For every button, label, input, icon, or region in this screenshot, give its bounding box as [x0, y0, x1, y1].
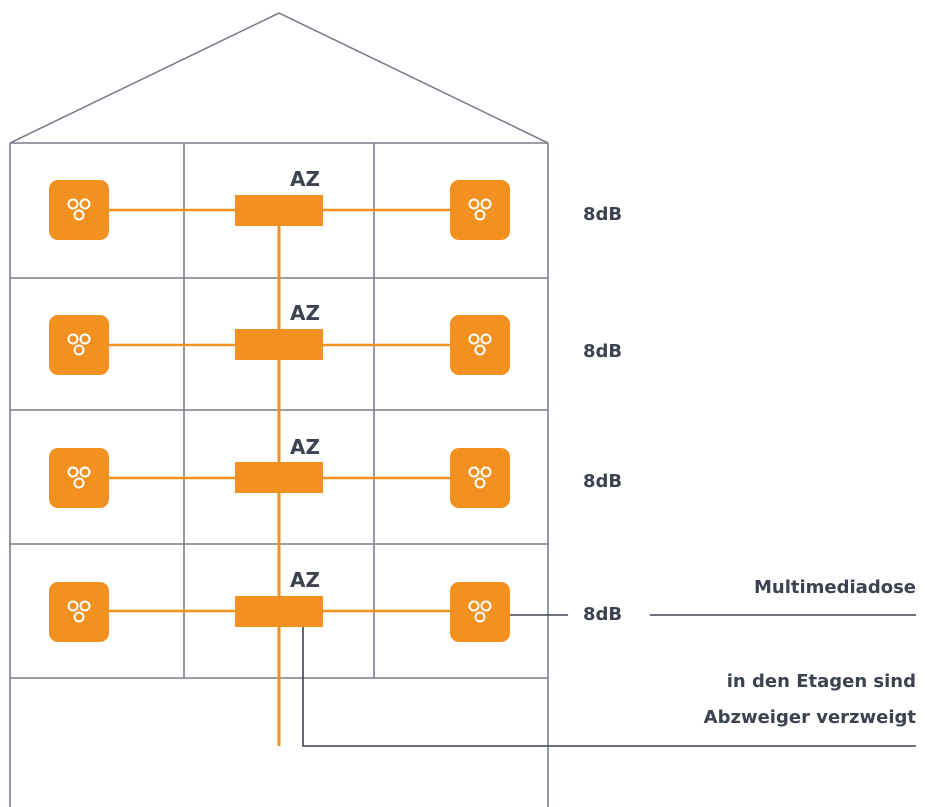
floor-1: AZ 8dB — [49, 167, 622, 240]
multimedia-outlet-icon — [450, 315, 510, 375]
multimedia-outlet-icon — [450, 582, 510, 642]
legend: Multimediadose in den Etagen sind Abzwei… — [302, 577, 917, 747]
splitter-box — [235, 195, 323, 226]
multimedia-outlet-icon — [450, 180, 510, 240]
multimedia-outlet-icon — [49, 448, 109, 508]
splitter-label: AZ — [290, 301, 320, 325]
attenuation-label: 8dB — [583, 341, 622, 362]
legend-outlet-label: Multimediadose — [754, 577, 916, 598]
splitter-box — [235, 329, 323, 360]
splitter-box — [235, 596, 323, 627]
roof — [9, 12, 549, 144]
legend-splitter-note-line2: Abzweiger verzweigt — [704, 707, 917, 728]
floor-2: AZ 8dB — [49, 301, 622, 375]
splitter-label: AZ — [290, 568, 320, 592]
splitter-box — [235, 462, 323, 493]
attenuation-label: 8dB — [583, 604, 622, 625]
floor-3: AZ 8dB — [49, 435, 622, 508]
splitter-label: AZ — [290, 435, 320, 459]
multimedia-outlet-icon — [49, 315, 109, 375]
multimedia-outlet-icon — [49, 180, 109, 240]
attenuation-label: 8dB — [583, 204, 622, 225]
attenuation-label: 8dB — [583, 471, 622, 492]
splitter-label: AZ — [290, 167, 320, 191]
multimedia-outlet-icon — [49, 582, 109, 642]
legend-splitter-note-line1: in den Etagen sind — [727, 671, 916, 692]
floor-4: AZ 8dB — [49, 568, 622, 642]
splitter-callout-line — [302, 627, 916, 747]
multimedia-outlet-icon — [450, 448, 510, 508]
